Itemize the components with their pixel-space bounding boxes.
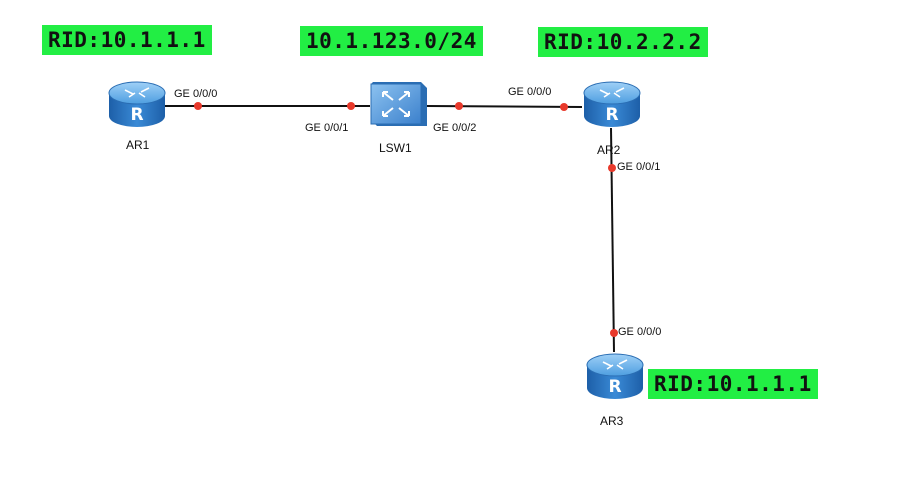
link-lsw1-ar2 xyxy=(426,105,583,108)
switch-icon-lsw1[interactable] xyxy=(367,80,429,130)
port-dot-ar1-ge000[interactable] xyxy=(194,102,202,110)
port-dot-lsw1-ge002[interactable] xyxy=(455,102,463,110)
network-badge: 10.1.123.0/24 xyxy=(300,26,483,56)
port-dot-ar2-ge000[interactable] xyxy=(560,103,568,111)
port-dot-lsw1-ge001[interactable] xyxy=(347,102,355,110)
port-dot-ar3-ge000[interactable] xyxy=(610,329,618,337)
svg-text:R: R xyxy=(605,105,618,125)
ar1-name-label: AR1 xyxy=(126,138,150,152)
lsw1-name-label: LSW1 xyxy=(379,141,412,155)
ar2-name-label: AR2 xyxy=(597,143,621,157)
ar1-port-ge000-label: GE 0/0/0 xyxy=(174,88,218,100)
svg-text:R: R xyxy=(608,377,621,397)
ar3-rid-badge: RID:10.1.1.1 xyxy=(648,369,818,399)
lsw1-port-ge001-label: GE 0/0/1 xyxy=(305,122,349,134)
port-dot-ar2-ge001[interactable] xyxy=(608,164,616,172)
ar3-port-ge000-label: GE 0/0/0 xyxy=(618,326,662,338)
ar3-name-label: AR3 xyxy=(600,414,624,428)
router-icon-ar3[interactable]: R xyxy=(585,352,645,402)
ar2-port-ge001-label: GE 0/0/1 xyxy=(617,161,661,173)
ar1-rid-badge: RID:10.1.1.1 xyxy=(42,25,212,55)
router-icon-ar1[interactable]: R xyxy=(107,80,167,130)
svg-text:R: R xyxy=(130,105,143,125)
link-ar2-ar3 xyxy=(610,127,615,353)
ar2-rid-badge: RID:10.2.2.2 xyxy=(538,27,708,57)
router-icon-ar2[interactable]: R xyxy=(582,80,642,130)
ar2-port-ge000-label: GE 0/0/0 xyxy=(508,86,552,98)
lsw1-port-ge002-label: GE 0/0/2 xyxy=(433,122,477,134)
